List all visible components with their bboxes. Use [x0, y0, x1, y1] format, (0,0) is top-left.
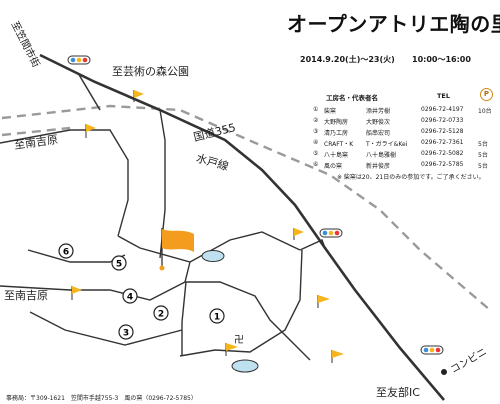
- marker-number: 6: [63, 247, 69, 257]
- owner-name: 八十島雅樹: [366, 152, 397, 159]
- row-number: ②: [313, 117, 319, 124]
- temple-icon: 卍: [234, 335, 244, 346]
- marker-circle: [111, 255, 127, 271]
- road-art-forest: [77, 72, 101, 111]
- row-number: ⑥: [313, 161, 319, 168]
- convenience-store-dot: [441, 369, 447, 375]
- parking-count: 5台: [478, 163, 488, 170]
- route-355-road: [39, 53, 445, 401]
- studio-name: 柴窯: [324, 108, 337, 115]
- traffic-light-top: [67, 55, 91, 65]
- flag-icon: [85, 124, 96, 138]
- studio-marker-3: 3: [118, 324, 134, 340]
- label-to-tomobe-ic: 至友部IC: [376, 386, 420, 399]
- row-number: ①: [313, 106, 319, 113]
- parking-icon: P: [480, 88, 493, 101]
- flag-icon: [133, 90, 144, 102]
- pond-lower: [231, 359, 259, 373]
- table-header-name: 工房名・代表者名: [326, 94, 378, 102]
- flag-icon: [331, 350, 344, 363]
- phone-number: 0296-72-5082: [421, 150, 464, 157]
- table-note: ※ 柴窯は20、21日のみの参加です。ご了承ください。: [337, 174, 485, 181]
- marker-number: 4: [127, 292, 133, 302]
- marker-number: 5: [116, 259, 122, 269]
- marker-circle: [118, 324, 134, 340]
- marker-number: 3: [123, 328, 129, 338]
- studio-marker-2: 2: [153, 305, 169, 321]
- railway-branch: [1, 126, 71, 137]
- marker-number: 1: [214, 312, 220, 322]
- row-number: ⑤: [313, 150, 319, 157]
- flag-icon: [225, 343, 238, 356]
- mito-line-rail: [1, 104, 491, 311]
- studio-marker-5: 5: [111, 255, 127, 271]
- row-number: ③: [313, 128, 319, 135]
- row-number: ④: [313, 139, 319, 146]
- studio-marker-6: 6: [58, 243, 74, 259]
- venue-flag-icon: [159, 228, 194, 271]
- phone-number: 0296-72-5785: [421, 161, 464, 168]
- parking-count: 10台: [478, 108, 492, 115]
- label-to-minami-yoshihara-bottom: 至南吉原: [4, 289, 48, 302]
- studio-name: CRAFT・K: [324, 141, 354, 148]
- owner-name: 添井芳樹: [366, 108, 391, 115]
- owner-name: T・ガライ&Kei: [366, 141, 408, 148]
- event-dates: 2014.9.20(土)～23(火): [300, 55, 395, 64]
- phone-number: 0296-72-0733: [421, 117, 464, 124]
- traffic-light-bottom: [420, 345, 444, 355]
- owner-name: 大野俊次: [366, 119, 391, 126]
- studio-name: 八十島窯: [324, 152, 349, 159]
- footer-office-address: 事務局：〒309-1621 笠間市手越755-3 風の窯（0296-72-578…: [6, 395, 197, 402]
- traffic-light-right: [319, 228, 343, 238]
- studio-marker-4: 4: [122, 288, 138, 304]
- phone-number: 0296-72-4197: [421, 106, 464, 113]
- pond-upper: [201, 250, 225, 262]
- studio-marker-1: 1: [209, 308, 225, 324]
- event-hours: 10:00～16:00: [412, 55, 471, 64]
- owner-name: 新井俊彦: [366, 163, 391, 170]
- parking-count: 5台: [478, 152, 488, 159]
- page-title: オープンアトリエ陶の里: [287, 12, 500, 36]
- studio-name: 大野陶房: [324, 119, 349, 126]
- phone-number: 0296-72-7361: [421, 139, 464, 146]
- parking-count: 5台: [478, 141, 488, 148]
- marker-circle: [153, 305, 169, 321]
- table-header-tel: TEL: [437, 92, 451, 100]
- phone-number: 0296-72-5128: [421, 128, 464, 135]
- studio-name: 風の窯: [324, 163, 343, 170]
- marker-circle: [209, 308, 225, 324]
- flag-icon: [293, 228, 304, 240]
- studio-name: 清乃工房: [324, 130, 349, 137]
- marker-number: 2: [158, 309, 164, 319]
- marker-circle: [122, 288, 138, 304]
- flag-icon: [71, 286, 82, 300]
- flag-icon: [317, 295, 330, 308]
- marker-circle: [58, 243, 74, 259]
- owner-name: 船串宏司: [366, 130, 391, 137]
- label-to-art-forest: 至芸術の森公園: [112, 65, 189, 78]
